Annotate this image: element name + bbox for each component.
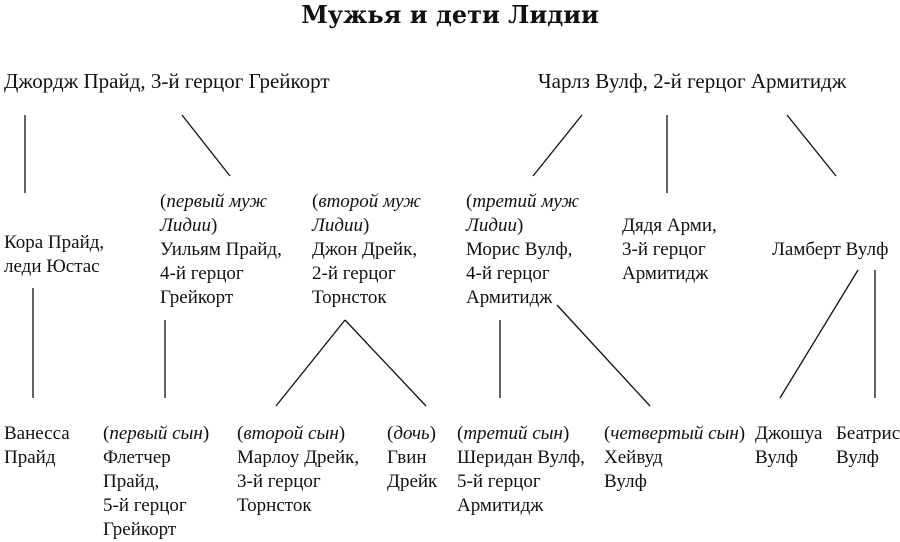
name-line-1: Морис Вулф,	[466, 239, 573, 260]
person-william-pride: (первый муж Лидии) Уильям Прайд, 4-й гер…	[160, 190, 282, 310]
name-line-2: Прайд,	[103, 471, 160, 492]
name-line-2: 4-й герцог	[160, 263, 244, 284]
relation-note: (второй сын)	[237, 423, 346, 444]
name-line-2: Дрейк	[387, 471, 438, 492]
name-line-2: 4-й герцог	[466, 263, 550, 284]
name-line-3: Торнсток	[312, 287, 387, 308]
person-haywood-wolfe: (четвертый сын) Хейвуд Вулф	[604, 422, 745, 494]
name-line-1: Флетчер	[103, 447, 171, 468]
name-line-1: Хейвуд	[604, 447, 663, 468]
name-line-3: Армитидж	[457, 495, 544, 516]
link-john-marlow	[275, 319, 346, 407]
person-joshua-wolfe: Джошуа Вулф	[755, 422, 822, 470]
relation-note: (дочь)	[387, 423, 436, 444]
person-maurice-wolfe: (третий муж Лидии) Морис Вулф, 4-й герцо…	[466, 190, 579, 310]
name-line-3: Торнсток	[237, 495, 312, 516]
name-line-2: Вулф	[755, 447, 798, 468]
person-beatrice-wolfe: Беатрис Вулф	[836, 422, 900, 470]
name-line-2: 3-й герцог	[622, 239, 706, 260]
link-charles-lambert	[786, 114, 837, 177]
note-text: четвертый сын	[610, 423, 739, 444]
name-line-3: 5-й герцог	[103, 495, 187, 516]
name-line-1: Гвин	[387, 447, 427, 468]
name-line-2: леди Юстас	[4, 256, 100, 277]
person-charles-wolfe: Чарлз Вулф, 2-й герцог Армитидж	[538, 68, 846, 94]
person-cora-pride: Кора Прайд, леди Юстас	[4, 231, 104, 279]
person-lambert-wolfe: Ламберт Вулф	[772, 238, 888, 262]
name-line-2: Вулф	[604, 471, 647, 492]
name-line-1: Джошуа	[755, 423, 823, 444]
link-john-gwen	[344, 319, 427, 407]
person-john-drake: (второй муж Лидии) Джон Дрейк, 2-й герцо…	[312, 190, 421, 310]
relation-note-2: Лидии)	[312, 215, 370, 236]
link-charles-maurice	[532, 114, 583, 177]
relation-note: (второй муж	[312, 191, 421, 212]
name-line-1: Уильям Прайд,	[160, 239, 282, 260]
name-line-1: Дядя Арми,	[622, 215, 717, 236]
link-lambert-joshua	[779, 269, 859, 399]
name-line-2: 3-й герцог	[237, 471, 321, 492]
relation-note: (третий муж	[466, 191, 579, 212]
name-line-2: Вулф	[836, 447, 879, 468]
person-marlow-drake: (второй сын) Марлоу Дрейк, 3-й герцог То…	[237, 422, 359, 518]
name-line-1: Ламберт Вулф	[772, 239, 889, 260]
note-text: первый муж	[166, 191, 267, 212]
diagram-title: Мужья и дети Лидии	[301, 0, 599, 29]
person-george-pride: Джордж Прайд, 3-й герцог Грейкорт	[4, 68, 330, 94]
person-vanessa-pride: Ванесса Прайд	[4, 422, 70, 470]
name-line-1: Шеридан Вулф,	[457, 447, 585, 468]
name-line-4: Грейкорт	[103, 519, 177, 540]
name-line-1: Кора Прайд,	[4, 232, 105, 253]
relation-note: (третий сын)	[457, 423, 570, 444]
relation-note-2: Лидии)	[466, 215, 524, 236]
note-text: первый сын	[109, 423, 203, 444]
name-line-1: Джон Дрейк,	[312, 239, 418, 260]
relation-note: (четвертый сын)	[604, 423, 746, 444]
name-line-3: Грейкорт	[160, 287, 234, 308]
person-gwen-drake: (дочь) Гвин Дрейк	[387, 422, 437, 494]
note-text-2: Лидии	[312, 215, 363, 236]
note-text-2: Лидии	[160, 215, 211, 236]
name-line-1: Ванесса	[4, 423, 70, 444]
note-text: дочь	[393, 423, 430, 444]
name-line-1: Марлоу Дрейк,	[237, 447, 360, 468]
note-text: второй сын	[243, 423, 339, 444]
person-sheridan-wolfe: (третий сын) Шеридан Вулф, 5-й герцог Ар…	[457, 422, 585, 518]
link-george-william	[181, 114, 231, 177]
person-fletcher-pride: (первый сын) Флетчер Прайд, 5-й герцог Г…	[103, 422, 209, 542]
name-line-3: Армитидж	[622, 263, 709, 284]
name-line-3: Армитидж	[466, 287, 553, 308]
person-name: Джордж Прайд, 3-й герцог Грейкорт	[4, 69, 330, 93]
relation-note: (первый муж	[160, 191, 267, 212]
name-line-2: 5-й герцог	[457, 471, 541, 492]
note-text: третий муж	[472, 191, 579, 212]
person-uncle-armi: Дядя Арми, 3-й герцог Армитидж	[622, 214, 717, 286]
name-line-1: Беатрис	[836, 423, 900, 444]
note-text: второй муж	[318, 191, 421, 212]
link-maurice-haywood	[556, 304, 651, 407]
note-text-2: Лидии	[466, 215, 517, 236]
relation-note-2: Лидии)	[160, 215, 218, 236]
note-text: третий сын	[463, 423, 563, 444]
name-line-2: Прайд	[4, 447, 56, 468]
relation-note: (первый сын)	[103, 423, 210, 444]
person-name: Чарлз Вулф, 2-й герцог Армитидж	[538, 69, 847, 93]
name-line-2: 2-й герцог	[312, 263, 396, 284]
